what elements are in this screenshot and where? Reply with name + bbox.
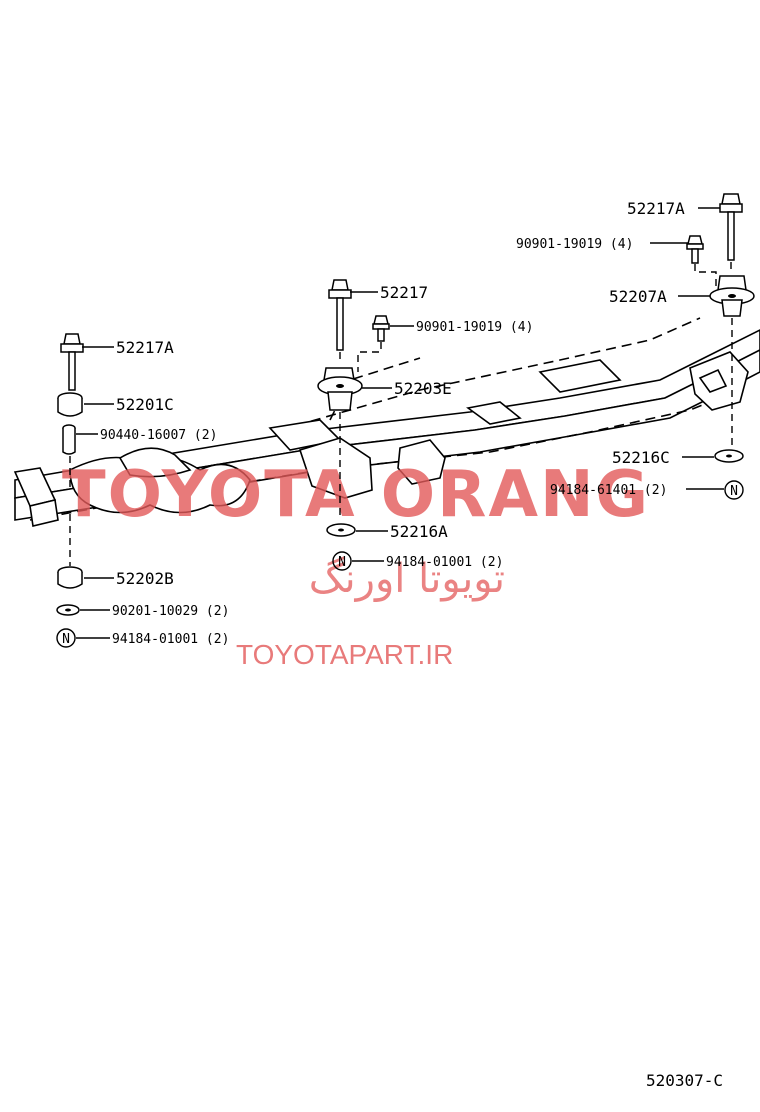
nut-symbol-94184-61401[interactable]: N — [724, 480, 744, 500]
svg-text:N: N — [338, 555, 346, 570]
label-90901-right[interactable]: 90901-19019 (4) — [516, 237, 633, 252]
bolt-52217[interactable] — [328, 279, 352, 351]
bolt-52217A-left[interactable] — [60, 333, 84, 391]
diagram-code: 520307-C — [646, 1071, 723, 1090]
right-mount-assembly: N — [686, 193, 755, 500]
watermark-url: TOYOTAPART.IR — [236, 639, 453, 670]
leader-lines — [76, 207, 724, 639]
part-labels: 52217A 90901-19019 (4) 52207A 52217 9090… — [100, 199, 723, 1090]
left-mount-assembly: N — [56, 333, 84, 648]
nut-symbol-94184-01001-center[interactable]: N — [332, 551, 352, 571]
watermark-brand: TOYOTA ORANG — [62, 458, 650, 532]
mount-52203E[interactable] — [317, 367, 363, 411]
label-52207A[interactable]: 52207A — [609, 287, 667, 306]
chassis-frame — [13, 317, 760, 527]
label-52202B[interactable]: 52202B — [116, 569, 174, 588]
label-94184-61401[interactable]: 94184-61401 (2) — [550, 483, 667, 498]
label-52216A[interactable]: 52216A — [390, 522, 448, 541]
watermark-persian: تویوتا اورنگ — [309, 556, 505, 602]
label-90440[interactable]: 90440-16007 (2) — [100, 428, 217, 443]
label-52203E[interactable]: 52203E — [394, 379, 452, 398]
label-90901-center[interactable]: 90901-19019 (4) — [416, 320, 533, 335]
bolt-90901-right[interactable] — [686, 235, 704, 264]
mount-52207A[interactable] — [709, 275, 755, 317]
label-94184-01001-left[interactable]: 94184-01001 (2) — [112, 632, 229, 647]
label-52217A-left[interactable]: 52217A — [116, 338, 174, 357]
cushion-52202B[interactable] — [57, 566, 83, 589]
label-52217A-right[interactable]: 52217A — [627, 199, 685, 218]
label-52217[interactable]: 52217 — [380, 283, 428, 302]
svg-text:N: N — [730, 484, 738, 499]
bolt-52217A-right[interactable] — [719, 193, 743, 261]
label-52201C[interactable]: 52201C — [116, 395, 174, 414]
cushion-52201C[interactable] — [57, 392, 83, 417]
svg-text:N: N — [62, 632, 70, 647]
label-94184-01001-center[interactable]: 94184-01001 (2) — [386, 555, 503, 570]
label-90201[interactable]: 90201-10029 (2) — [112, 604, 229, 619]
bolt-90901-center[interactable] — [372, 315, 390, 342]
collar-90440[interactable] — [62, 424, 76, 455]
nut-symbol-94184-01001-left[interactable]: N — [56, 628, 76, 648]
center-mount-assembly: N — [317, 279, 390, 571]
label-52216C[interactable]: 52216C — [612, 448, 670, 467]
